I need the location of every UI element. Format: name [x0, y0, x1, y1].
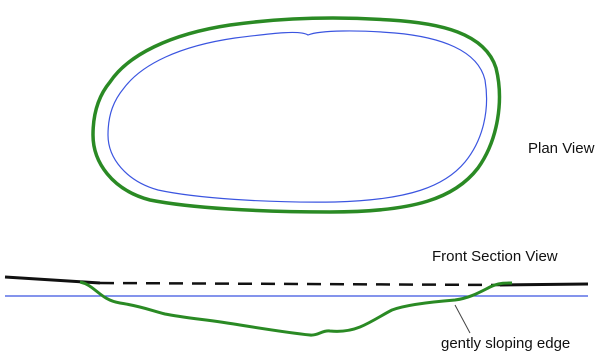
- edge-leader-line: [454, 304, 471, 334]
- front-section-view-label: Front Section View: [432, 248, 558, 265]
- section-profile: [79, 280, 513, 337]
- ground-line-dashed: [99, 281, 501, 287]
- plan-inner-outline: [107, 30, 488, 203]
- edge-note-label: gently sloping edge: [441, 335, 571, 352]
- plan-view-label: Plan View: [528, 140, 595, 157]
- ground-line-right: [499, 282, 589, 287]
- plan-outer-outline: [91, 16, 502, 214]
- ground-line-left: [4, 275, 101, 285]
